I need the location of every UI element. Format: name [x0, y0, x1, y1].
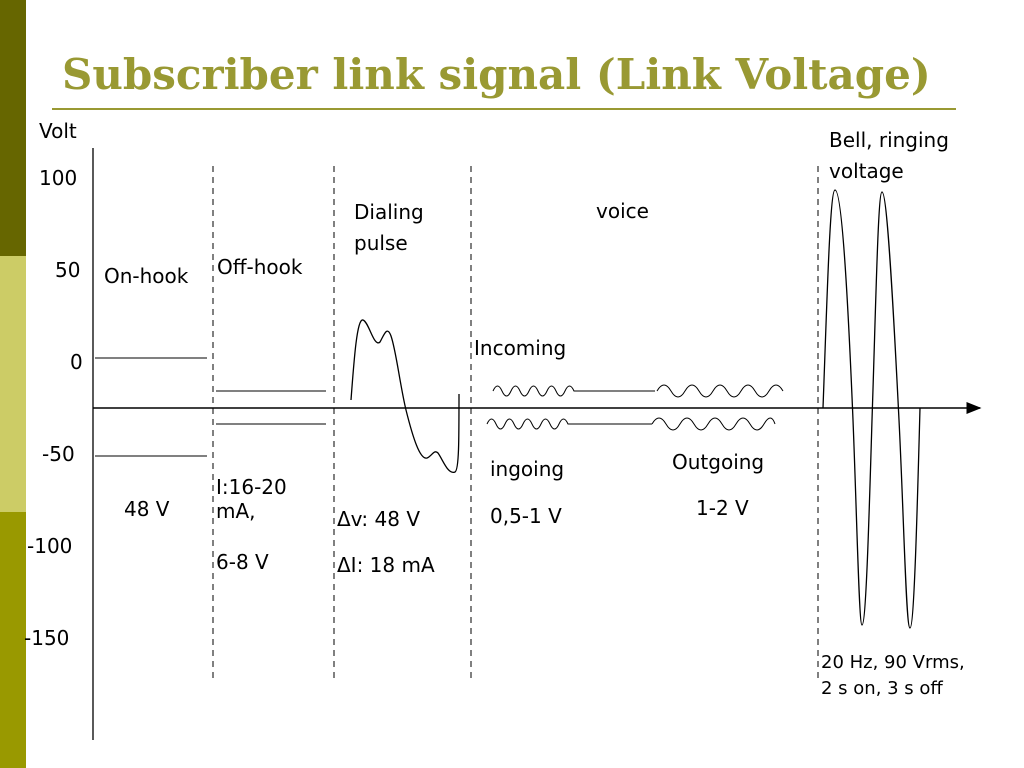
- section-dividers: [212, 166, 819, 682]
- off-hook-voltage: 6-8 V: [216, 550, 269, 574]
- sidebar: [0, 0, 26, 768]
- y-tick-50: 50: [55, 258, 81, 282]
- off-hook-label: Off-hook: [217, 255, 303, 279]
- outgoing-voltage: 1-2 V: [696, 496, 749, 520]
- y-tick-minus-100: -100: [27, 534, 73, 558]
- y-tick-100: 100: [39, 166, 78, 190]
- slide-title: Subscriber link signal (Link Voltage): [62, 50, 931, 99]
- sidebar-block-bottom: [0, 512, 26, 768]
- outgoing-upper-wave: [656, 384, 784, 398]
- dialing-label-line2: pulse: [354, 231, 408, 255]
- incoming-lower-wave: [486, 418, 652, 430]
- ringing-spec-line2: 2 s on, 3 s off: [821, 678, 943, 699]
- sidebar-block-top: [0, 0, 26, 256]
- dialing-delta-i: ΔI: 18 mA: [337, 553, 435, 577]
- on-hook-label: On-hook: [104, 264, 189, 288]
- voice-label: voice: [596, 199, 649, 223]
- y-tick-minus-150: -150: [24, 626, 70, 650]
- y-tick-0: 0: [70, 350, 83, 374]
- ringing-label-line1: Bell, ringing: [829, 128, 949, 152]
- y-tick-minus-50: -50: [42, 442, 75, 466]
- ingoing-label: ingoing: [490, 457, 565, 481]
- ringing-voltage-waveform: [822, 189, 921, 629]
- off-hook-current: I:16-20 mA,: [216, 475, 287, 523]
- ringing-spec-line1: 20 Hz, 90 Vrms,: [821, 652, 965, 673]
- incoming-upper-wave: [492, 385, 655, 397]
- y-axis-label: Volt: [39, 119, 77, 143]
- sidebar-block-middle: [0, 256, 26, 512]
- on-hook-voltage: 48 V: [124, 497, 170, 521]
- ringing-label-line2: voltage: [829, 159, 904, 183]
- ingoing-voltage: 0,5-1 V: [490, 504, 562, 528]
- title-underline: [52, 108, 956, 110]
- dialing-pulse-waveform: [350, 319, 460, 473]
- dialing-label-line1: Dialing: [354, 200, 424, 224]
- dialing-delta-v: Δv: 48 V: [337, 507, 421, 531]
- outgoing-label: Outgoing: [672, 450, 765, 474]
- incoming-label: Incoming: [474, 336, 567, 360]
- outgoing-lower-wave: [651, 417, 776, 431]
